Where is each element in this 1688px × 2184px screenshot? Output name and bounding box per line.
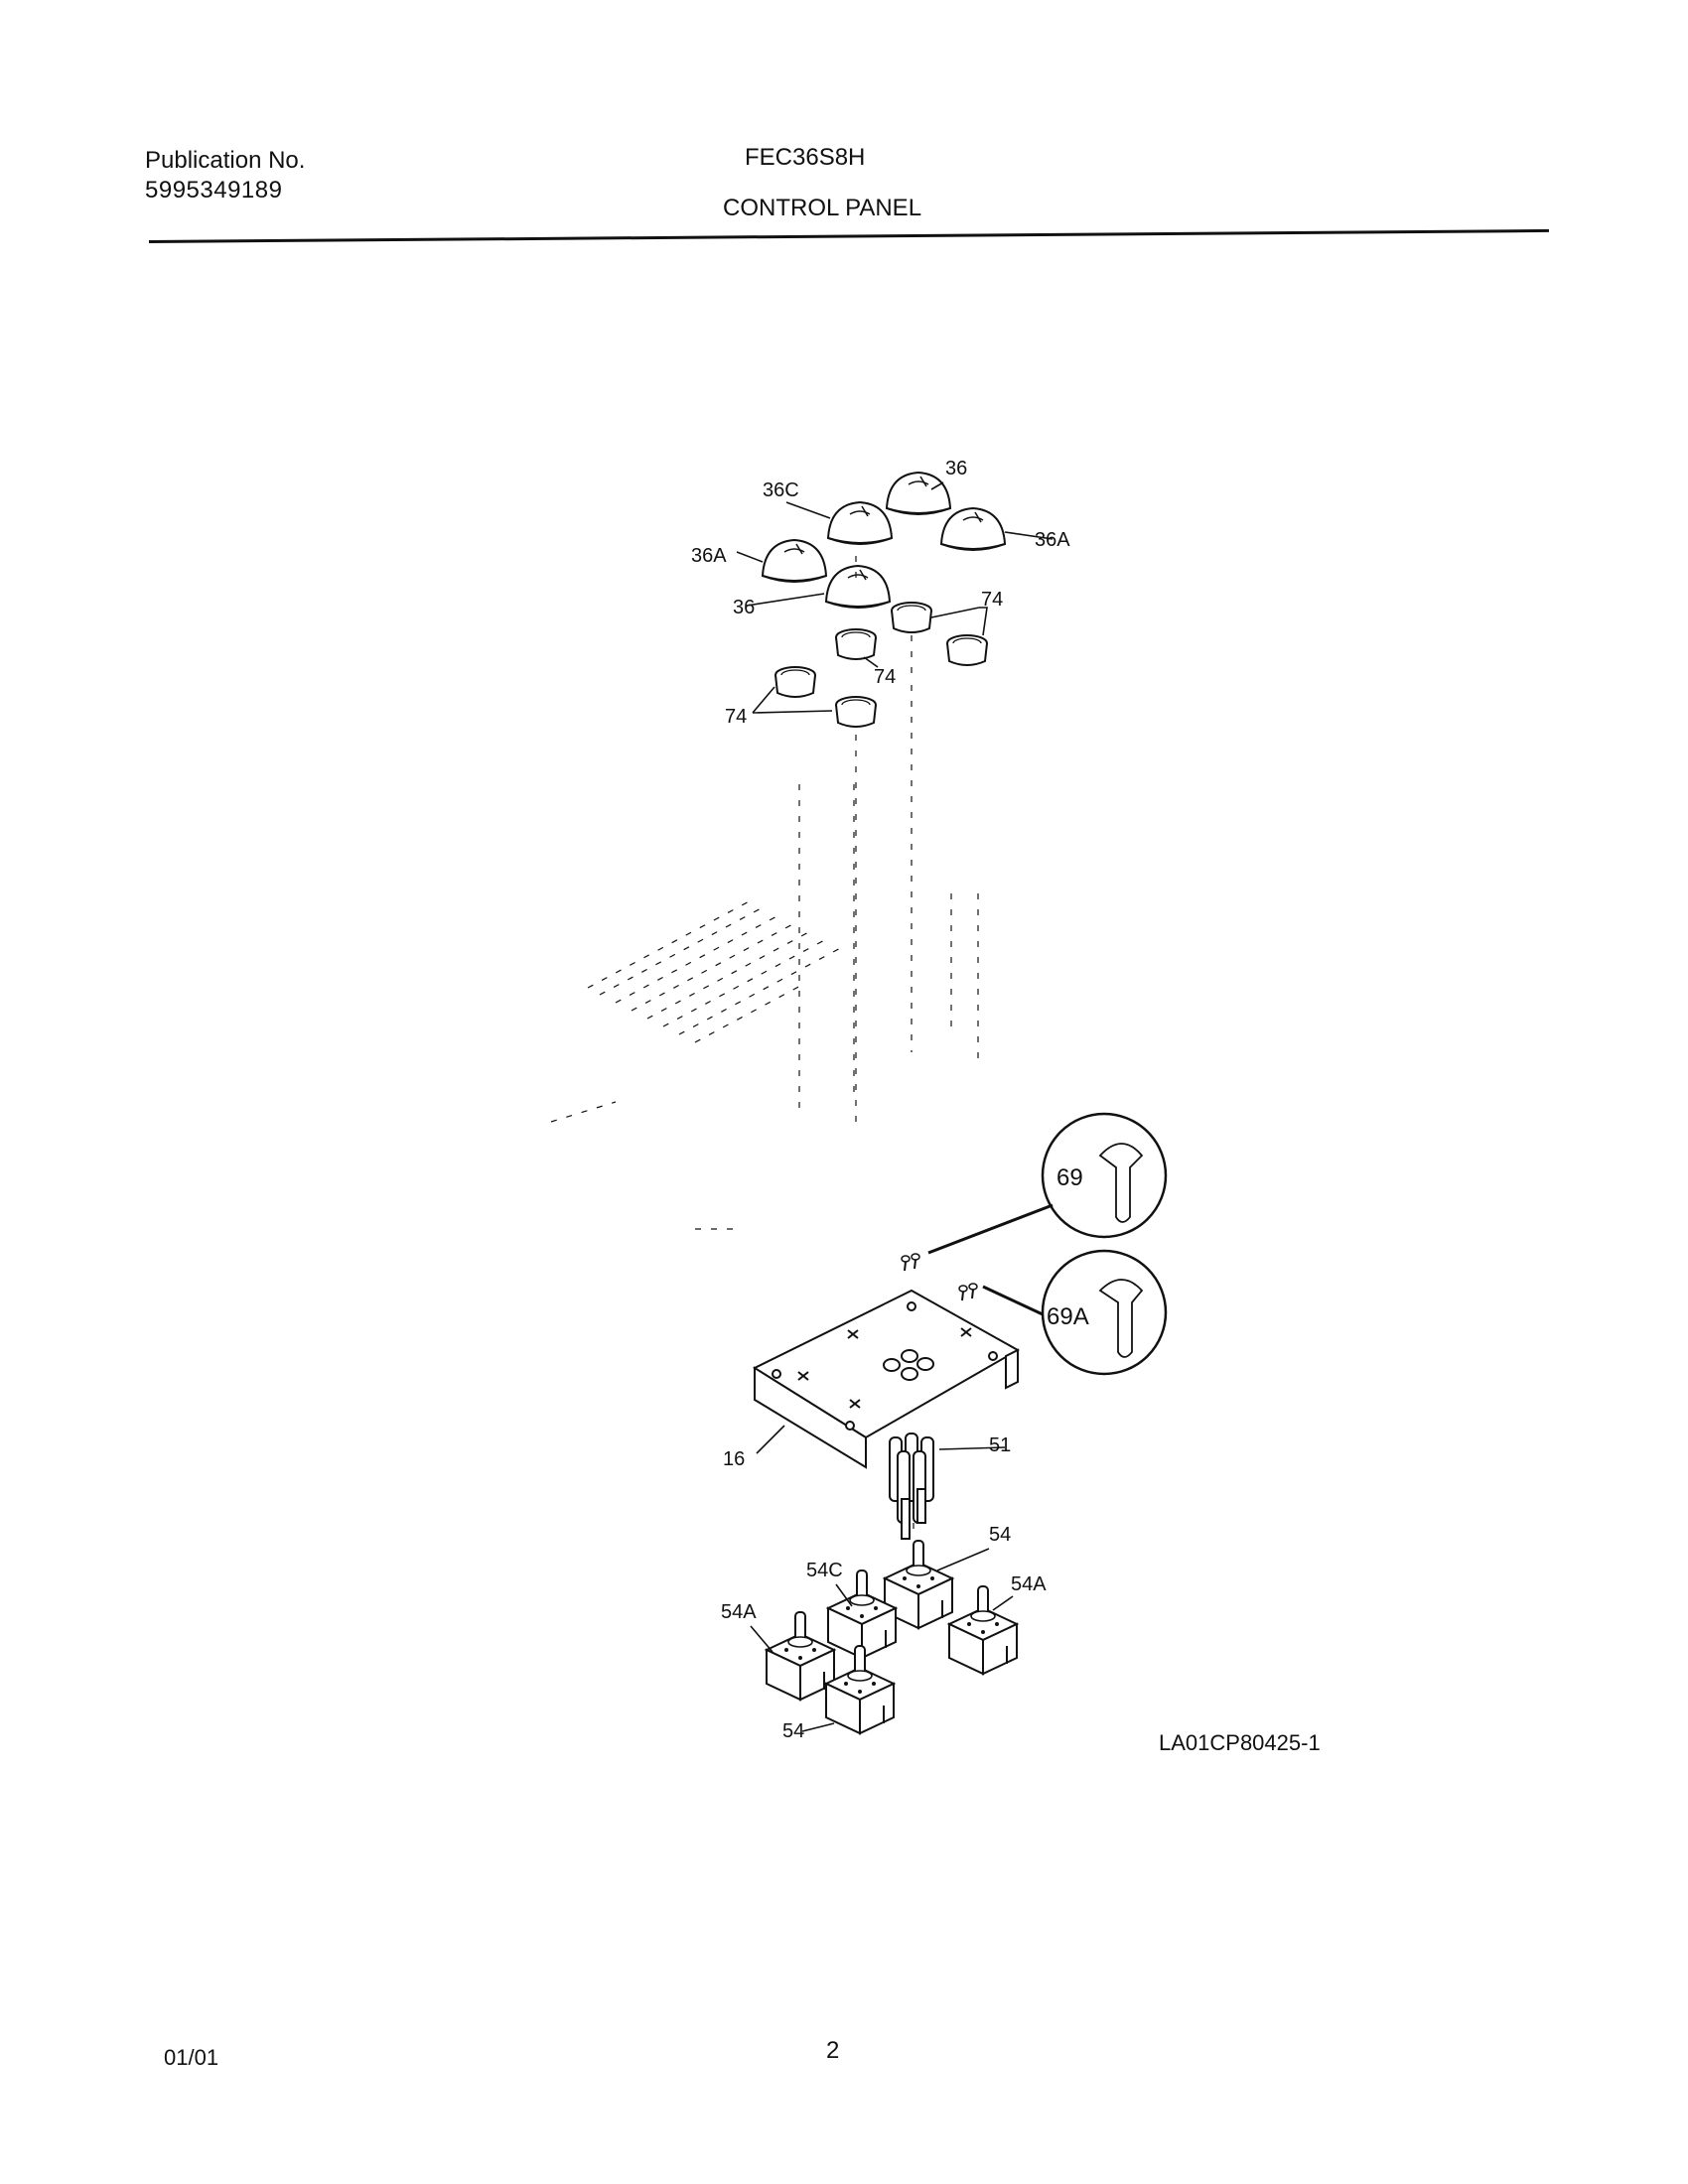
- callout-36: 36: [945, 458, 967, 479]
- callout-74: 74: [725, 706, 747, 728]
- detail-circle-69: [927, 1112, 1168, 1255]
- bezel-74: [835, 628, 877, 660]
- bezel-74: [835, 696, 877, 728]
- control-panel-bracket: [752, 1289, 1021, 1469]
- bezel-74: [891, 602, 932, 633]
- detail-circle-69a: [982, 1249, 1168, 1376]
- model-number: FEC36S8H: [745, 144, 866, 171]
- knob-36a-left: [762, 539, 827, 583]
- callout-54a: 54A: [1011, 1573, 1047, 1595]
- bezel-74: [774, 666, 816, 698]
- knob-36-front: [825, 565, 891, 609]
- callout-16: 16: [723, 1448, 745, 1470]
- callout-74: 74: [874, 666, 896, 688]
- knob-36: [886, 472, 951, 515]
- knob-36a-right: [940, 507, 1006, 551]
- leader-lines: [736, 481, 1054, 1732]
- page-number: 2: [826, 2037, 840, 2064]
- callout-54: 54: [782, 1720, 804, 1742]
- callout-54a: 54A: [721, 1601, 757, 1623]
- callout-36c: 36C: [763, 479, 799, 501]
- publication-number: 5995349189: [145, 177, 283, 204]
- screw-69a: [968, 1283, 978, 1299]
- callout-54c: 54C: [806, 1560, 843, 1581]
- footer-date: 01/01: [164, 2045, 219, 2070]
- switch-54a-right: [948, 1585, 1018, 1675]
- publication-label: Publication No.: [145, 147, 306, 174]
- screw-69: [911, 1253, 920, 1270]
- callout-36a: 36A: [691, 545, 727, 567]
- callout-54: 54: [989, 1524, 1011, 1546]
- callout-74: 74: [981, 589, 1003, 611]
- callout-51: 51: [989, 1434, 1011, 1456]
- assembly-guide-lines: [550, 556, 979, 1539]
- switch-54-bottom: [825, 1645, 895, 1734]
- callout-36: 36: [733, 597, 755, 618]
- callout-36a: 36A: [1035, 529, 1070, 551]
- screw-69: [901, 1255, 911, 1272]
- knob-36c: [827, 501, 893, 545]
- switch-cluster: [889, 1433, 934, 1540]
- section-title: CONTROL PANEL: [723, 195, 922, 221]
- bezel-74: [946, 634, 988, 666]
- switch-54a-left: [766, 1611, 835, 1701]
- callout-69a: 69A: [1047, 1303, 1089, 1330]
- screw-69a: [958, 1285, 968, 1301]
- diagram-reference-code: LA01CP80425-1: [1159, 1730, 1321, 1755]
- callout-69: 69: [1056, 1164, 1083, 1191]
